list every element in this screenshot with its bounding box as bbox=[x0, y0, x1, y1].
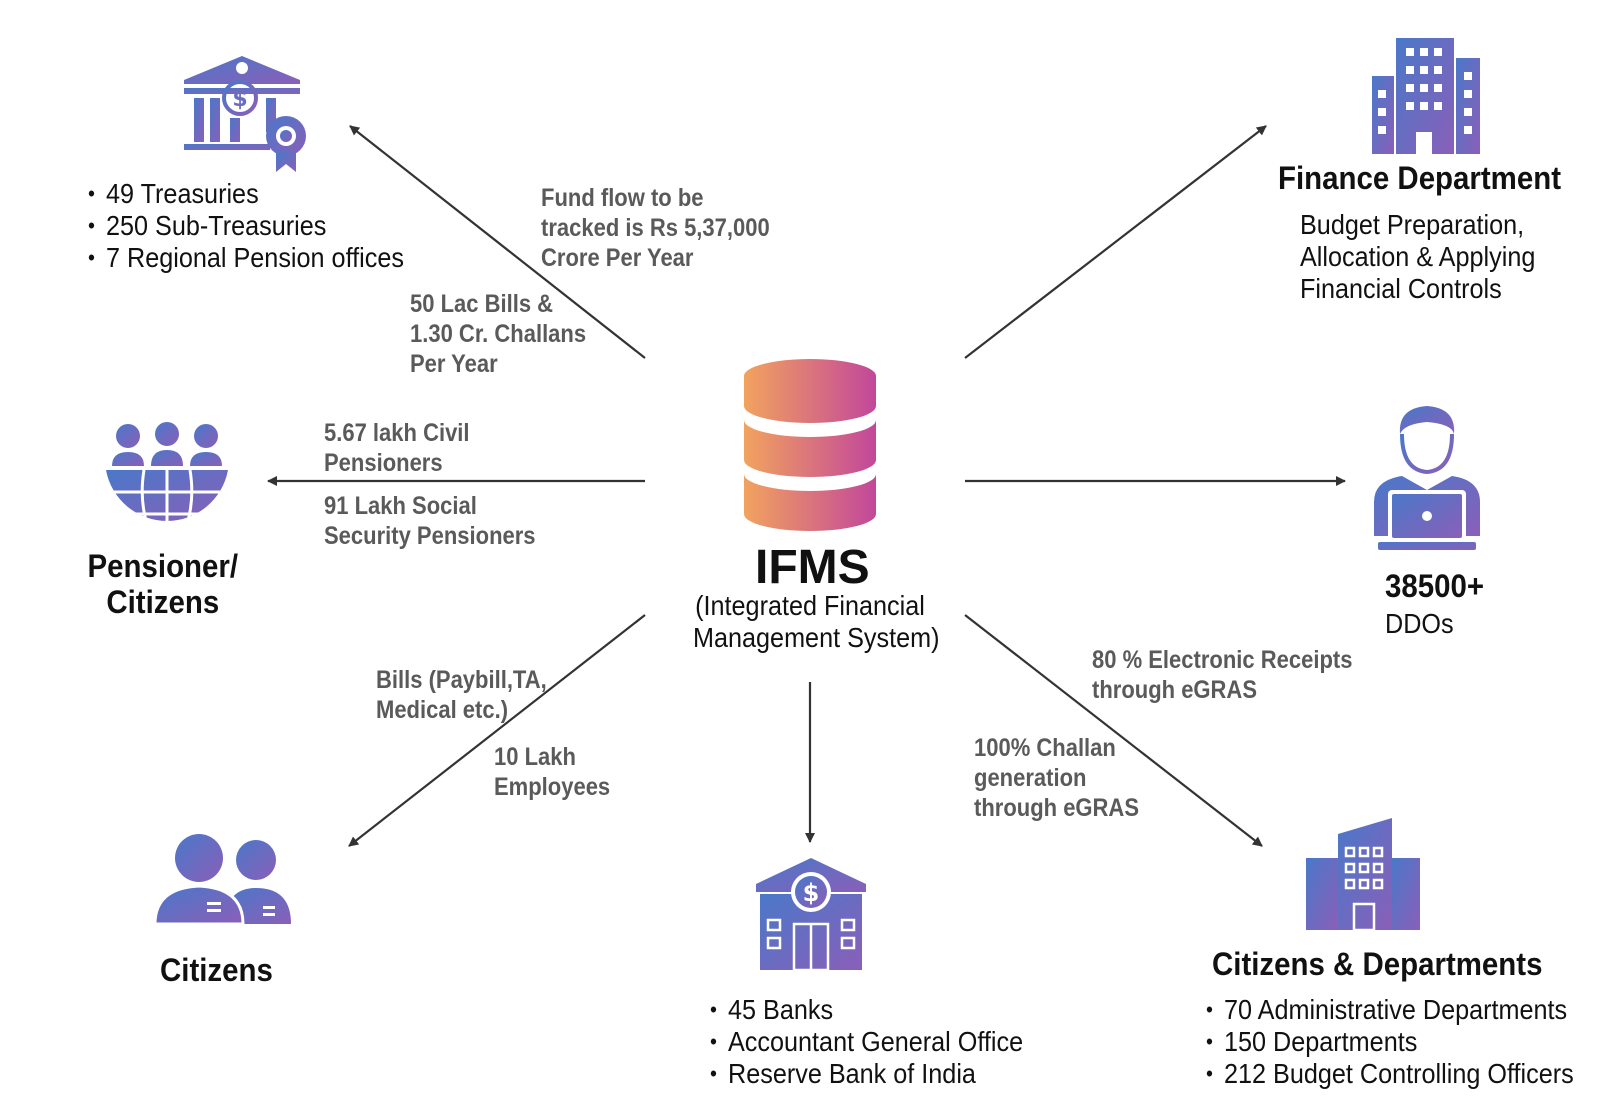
pensioners-title-line: Citizens bbox=[106, 584, 220, 620]
annotation-line: Security Pensioners bbox=[324, 522, 536, 550]
arrow-to-departments bbox=[964, 614, 1263, 847]
svg-text:$: $ bbox=[232, 87, 247, 112]
center-subtitle: (Integrated Financial Management System) bbox=[693, 590, 940, 654]
pensioners-title-line: Pensioner/ bbox=[87, 548, 239, 584]
department-building-icon bbox=[1306, 818, 1420, 930]
list-item: 49 Treasuries bbox=[88, 178, 404, 210]
annotation-civil-pensioners: 5.67 lakh Civil Pensioners bbox=[324, 418, 470, 478]
office-building-icon bbox=[1372, 38, 1480, 154]
annotation-line: Per Year bbox=[410, 350, 498, 378]
center-subtitle-line2: Management System) bbox=[693, 622, 940, 653]
annotation-bills-challans: 50 Lac Bills & 1.30 Cr. Challans Per Yea… bbox=[410, 289, 586, 379]
annotation-challan-generation: 100% Challan generation through eGRAS bbox=[974, 733, 1139, 823]
annotation-line: through eGRAS bbox=[974, 794, 1139, 822]
annotation-line: Crore Per Year bbox=[541, 244, 694, 272]
annotation-line: 80 % Electronic Receipts bbox=[1092, 646, 1353, 674]
center-title: IFMS bbox=[755, 541, 870, 594]
list-item: 250 Sub-Treasuries bbox=[88, 210, 404, 242]
annotation-line: Medical etc.) bbox=[376, 696, 509, 724]
citizens-title: Citizens bbox=[160, 952, 273, 988]
banks-list: 45 Banks Accountant General Office Reser… bbox=[710, 994, 1023, 1090]
finance-title: Finance Department bbox=[1278, 160, 1562, 196]
list-item: Accountant General Office bbox=[710, 1026, 1023, 1058]
people-globe-icon bbox=[106, 422, 228, 540]
user-laptop-icon bbox=[1374, 406, 1480, 550]
treasuries-list: 49 Treasuries 250 Sub-Treasuries 7 Regio… bbox=[88, 178, 404, 274]
list-item: Reserve Bank of India bbox=[710, 1058, 1023, 1090]
annotation-line: Fund flow to be bbox=[541, 184, 704, 212]
annotation-line: tracked is Rs 5,37,000 bbox=[541, 214, 770, 242]
annotation-line: generation bbox=[974, 764, 1087, 792]
annotation-electronic-receipts: 80 % Electronic Receipts through eGRAS bbox=[1092, 645, 1352, 705]
annotation-fund-flow: Fund flow to be tracked is Rs 5,37,000 C… bbox=[541, 183, 770, 273]
annotation-line: 10 Lakh bbox=[494, 743, 576, 771]
list-item: 7 Regional Pension offices bbox=[88, 242, 404, 274]
annotation-social-pensioners: 91 Lakh Social Security Pensioners bbox=[324, 491, 536, 551]
ddos-count: 38500+ bbox=[1385, 568, 1485, 604]
bank-icon: $ bbox=[756, 858, 866, 970]
annotation-line: 50 Lac Bills & bbox=[410, 290, 554, 318]
database-icon bbox=[744, 359, 876, 531]
annotation-line: 100% Challan bbox=[974, 734, 1116, 762]
list-item: 70 Administrative Departments bbox=[1206, 994, 1574, 1026]
annotation-line: Bills (Paybill,TA, bbox=[376, 666, 547, 694]
departments-title: Citizens & Departments bbox=[1212, 946, 1543, 982]
center-subtitle-line1: (Integrated Financial bbox=[695, 590, 925, 621]
annotation-line: Pensioners bbox=[324, 449, 443, 477]
annotation-bills-types: Bills (Paybill,TA, Medical etc.) bbox=[376, 665, 547, 725]
annotation-employees: 10 Lakh Employees bbox=[494, 742, 610, 802]
departments-list: 70 Administrative Departments 150 Depart… bbox=[1206, 994, 1574, 1090]
list-item: 212 Budget Controlling Officers bbox=[1206, 1058, 1574, 1090]
finance-description: Budget Preparation, Allocation & Applyin… bbox=[1300, 209, 1535, 305]
arrow-to-treasuries bbox=[349, 125, 646, 359]
annotation-line: through eGRAS bbox=[1092, 676, 1257, 704]
treasury-bank-icon: $ bbox=[184, 56, 306, 172]
citizens-icon bbox=[153, 834, 291, 926]
pensioners-title: Pensioner/ Citizens bbox=[80, 548, 246, 620]
annotation-line: 1.30 Cr. Challans bbox=[410, 320, 587, 348]
finance-desc-line: Financial Controls bbox=[1300, 273, 1502, 304]
list-item: 150 Departments bbox=[1206, 1026, 1574, 1058]
ddos-label: DDOs bbox=[1385, 608, 1454, 639]
finance-desc-line: Budget Preparation, bbox=[1300, 209, 1525, 240]
finance-desc-line: Allocation & Applying bbox=[1300, 241, 1536, 272]
arrow-to-finance bbox=[964, 125, 1267, 359]
arrow-to-citizens bbox=[348, 614, 646, 847]
annotation-line: 91 Lakh Social bbox=[324, 492, 477, 520]
svg-text:$: $ bbox=[803, 879, 820, 907]
annotation-line: Employees bbox=[494, 773, 611, 801]
annotation-line: 5.67 lakh Civil bbox=[324, 419, 470, 447]
list-item: 45 Banks bbox=[710, 994, 1023, 1026]
